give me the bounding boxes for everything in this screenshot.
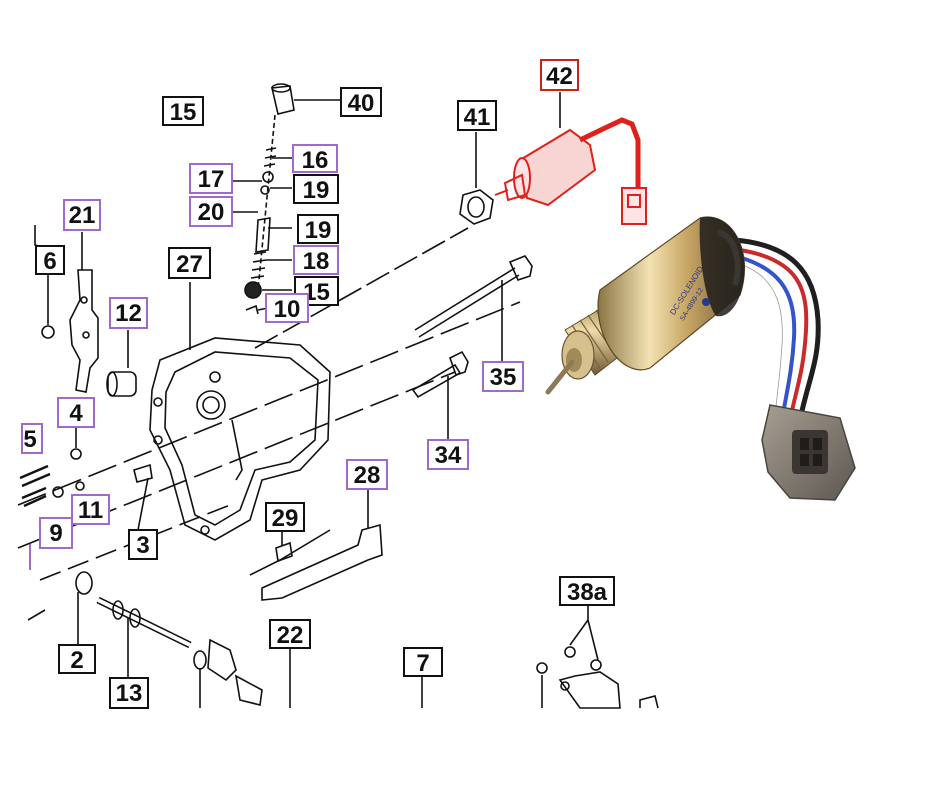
label-3: 3 [136, 532, 149, 559]
cap-40 [271, 85, 295, 115]
label-34: 34 [435, 442, 462, 469]
label-38a: 38a [567, 579, 608, 606]
label-19-upper: 19 [303, 177, 330, 204]
label-42: 42 [546, 63, 573, 90]
label-box-42 [540, 59, 579, 91]
label-19-lower: 19 [305, 217, 332, 244]
nut-41 [459, 189, 494, 225]
label-4: 4 [69, 400, 83, 427]
label-5: 5 [23, 426, 36, 453]
label-17: 17 [198, 166, 225, 193]
label-6: 6 [43, 248, 56, 275]
label-12: 12 [115, 300, 142, 327]
label-10: 10 [274, 296, 301, 323]
label-40: 40 [348, 90, 375, 117]
label-13: 13 [116, 680, 143, 707]
label-41: 41 [464, 104, 491, 131]
label-7: 7 [416, 650, 429, 677]
lever-bracket [69, 269, 99, 393]
solenoid-photo: DC-SOLENOID SA-4899-12 [545, 216, 856, 501]
label-11: 11 [78, 497, 103, 524]
label-9: 9 [49, 520, 62, 547]
label-18: 18 [303, 248, 330, 275]
bracket-28 [261, 523, 383, 601]
line-art [17, 83, 659, 709]
housing-27 [149, 337, 331, 541]
label-27: 27 [176, 251, 203, 278]
label-15: 15 [170, 99, 197, 126]
part-labels: 42 40 15 41 19 19 15 27 6 3 29 2 13 22 7… [21, 59, 615, 709]
solenoid-42-drawing [494, 92, 647, 225]
label-2: 2 [70, 647, 83, 674]
label-21: 21 [69, 202, 96, 229]
label-22: 22 [277, 622, 304, 649]
bushing [107, 371, 137, 397]
label-28: 28 [354, 462, 381, 489]
label-35: 35 [490, 364, 517, 391]
label-16: 16 [302, 147, 329, 174]
brand-logo-icon [702, 298, 710, 306]
label-20: 20 [198, 199, 225, 226]
label-29: 29 [272, 505, 299, 532]
